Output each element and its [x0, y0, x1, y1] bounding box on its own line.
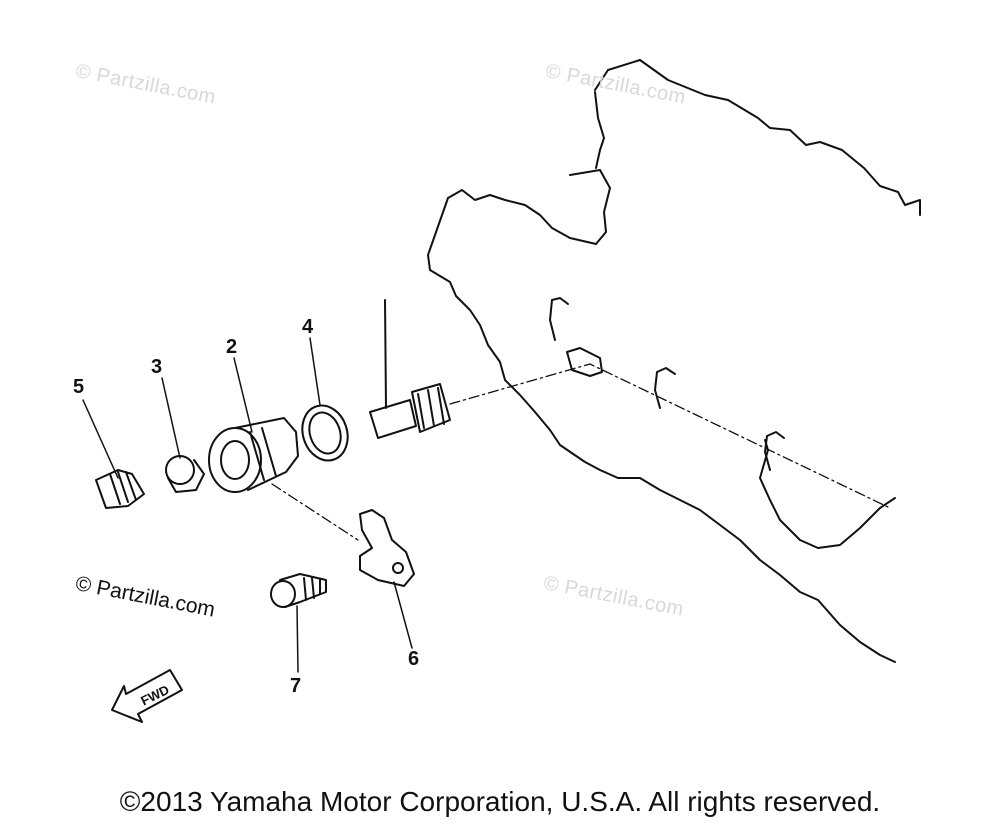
copyright-notice: ©2013 Yamaha Motor Corporation, U.S.A. A…	[119, 786, 881, 817]
case-slot-1	[549, 297, 569, 341]
callout-3: 3	[151, 356, 163, 378]
callout-4: 4	[302, 316, 314, 338]
stopper-plate-part	[359, 509, 415, 587]
hex-bolt-part	[270, 573, 327, 608]
center-line-stopper	[271, 483, 359, 541]
threaded-plug-part	[95, 469, 145, 509]
callout-7: 7	[290, 675, 302, 697]
case-boss	[566, 347, 603, 377]
housing-part	[208, 417, 299, 493]
engine-case-outline	[427, 59, 921, 663]
leader-3	[161, 377, 181, 459]
center-line-shaft	[449, 363, 891, 509]
plug-part	[165, 455, 205, 493]
callout-6: 6	[408, 648, 420, 670]
leader-2	[233, 357, 253, 433]
leader-6	[393, 581, 413, 649]
leader-5	[82, 399, 119, 479]
leader-7	[296, 605, 299, 673]
gear-shaft-part	[369, 299, 451, 439]
case-slot-3	[764, 431, 785, 471]
callout-5: 5	[73, 376, 85, 398]
leader-4	[309, 337, 321, 406]
o-ring-part	[301, 404, 349, 462]
fwd-arrow-icon	[111, 669, 183, 723]
case-slot-2	[654, 367, 676, 409]
callout-2: 2	[226, 336, 238, 358]
